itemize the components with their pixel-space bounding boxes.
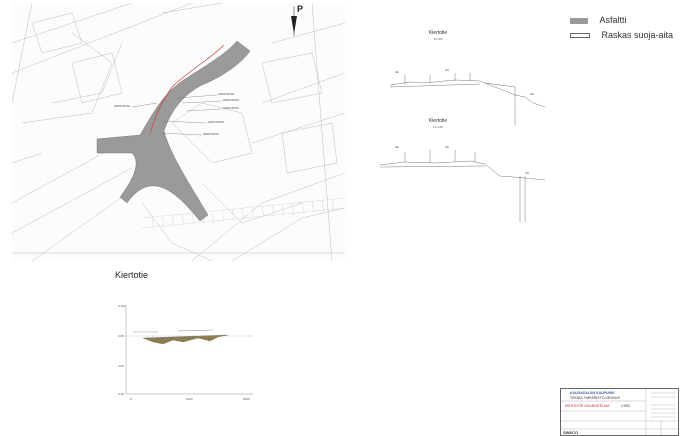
legend-fence: Raskas suoja-aita — [570, 30, 673, 40]
profile-y-label-3: 0.60 — [118, 364, 124, 368]
profile-x-label-2: 1000 — [186, 397, 193, 401]
svg-text:ANNOTATION: ANNOTATION — [223, 99, 239, 102]
north-arrow-icon — [291, 6, 297, 36]
profile-y-label-2: 0.80 — [118, 334, 124, 338]
asphalt-swatch — [570, 17, 588, 24]
cross-section-2: dim dim dim — [379, 146, 546, 222]
svg-text:dim: dim — [395, 146, 399, 149]
svg-text:dim: dim — [530, 93, 534, 96]
title-block-dept: TEKNIS-YMPÄRISTÖ-KESKUS — [570, 396, 620, 400]
svg-text:dim: dim — [445, 146, 449, 149]
site-plan-drawing: ANNOTATION ANNOTATION ANNOTATION ANNOTATIO… — [12, 3, 345, 261]
legend-asphalt: Asfaltti — [570, 15, 627, 25]
profile-fill — [142, 334, 229, 345]
section-2-title: Kiertotie — [428, 118, 448, 124]
profile-y-label-4: 0.40 — [118, 392, 124, 396]
sweco-logo: SWECO — [563, 430, 579, 435]
svg-text:dim: dim — [395, 71, 399, 74]
svg-text:ANNOTATION: ANNOTATION — [223, 107, 239, 110]
svg-text:dim: dim — [445, 69, 449, 72]
svg-text:ANNOTATION: ANNOTATION — [114, 105, 130, 108]
title-block-org: KAUGADALAN KAUPUNKI — [570, 391, 615, 395]
svg-text:dim: dim — [525, 172, 529, 175]
cross-section-1: dim dim dim — [389, 69, 546, 125]
section-1-title: Kiertotie — [428, 30, 448, 36]
svg-text:ANNOTATION: ANNOTATION — [218, 93, 234, 96]
asphalt-road — [96, 40, 251, 222]
profile-x-label-1: 0 — [130, 397, 132, 401]
legend-asphalt-label: Asfaltti — [599, 15, 627, 25]
profile-title: Kiertotie — [115, 270, 149, 280]
longitudinal-profile — [125, 306, 253, 395]
svg-text:ANNOTATION: ANNOTATION — [208, 121, 224, 124]
site-plan-map: ANNOTATION ANNOTATION ANNOTATION ANNOTATIO… — [12, 3, 345, 261]
section-1-subtitle: PL=80 — [433, 37, 443, 41]
profile-x-label-3: 2000 — [243, 397, 250, 401]
title-block: KAUGADALAN KAUPUNKI TEKNIS-YMPÄRISTÖ-KES… — [560, 388, 679, 436]
north-label: P — [297, 4, 304, 14]
title-block-scale: 1:500 — [621, 404, 630, 408]
title-block-project: KIERTOTIE SUUNNITELMA — [565, 404, 610, 408]
section-2-subtitle: PL=100 — [432, 125, 444, 129]
profile-y-label-1: 0.100 — [118, 304, 126, 308]
legend-fence-label: Raskas suoja-aita — [601, 30, 674, 40]
fence-line — [149, 44, 225, 134]
svg-text:ANNOTATION: ANNOTATION — [203, 133, 219, 136]
fence-swatch — [570, 33, 590, 39]
